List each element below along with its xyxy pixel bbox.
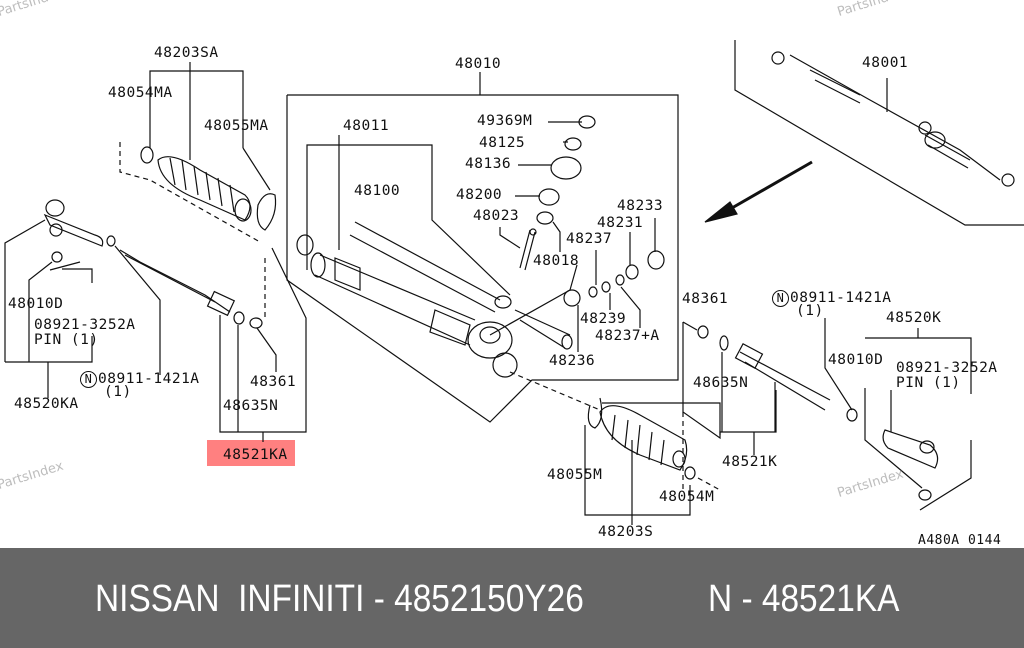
direction-arrow-icon: [704, 160, 813, 223]
label-08921-3252A-right[interactable]: 08921-3252A: [896, 360, 998, 376]
label-08921-3252A-left[interactable]: 08921-3252A: [34, 317, 136, 333]
label-48011[interactable]: 48011: [343, 118, 390, 134]
n-symbol-icon: N: [772, 290, 789, 307]
assembly-inset-drawing: [734, 40, 1024, 226]
box-48010: [286, 72, 679, 423]
bracket-48203SA: [149, 62, 271, 191]
label-pin-right: PIN (1): [896, 375, 961, 391]
label-49369M[interactable]: 49369M: [477, 113, 533, 129]
n-left-code: 08911-1421A: [98, 371, 200, 387]
oem-part-number: N - 48521KA: [708, 578, 900, 620]
label-48635N-left[interactable]: 48635N: [223, 398, 279, 414]
label-48054MA[interactable]: 48054MA: [108, 85, 173, 101]
label-48125[interactable]: 48125: [479, 135, 526, 151]
label-48203S[interactable]: 48203S: [598, 524, 654, 540]
label-48237[interactable]: 48237: [566, 231, 613, 247]
label-48231[interactable]: 48231: [597, 215, 644, 231]
n-symbol-icon: N: [80, 371, 97, 388]
left-callout-lines: [4, 219, 307, 442]
label-48237A[interactable]: 48237+A: [595, 328, 660, 344]
right-callout-lines: [682, 318, 972, 511]
pinion-parts-drawing: [489, 115, 665, 352]
label-48054M[interactable]: 48054M: [659, 489, 715, 505]
label-48233[interactable]: 48233: [617, 198, 664, 214]
label-48055MA[interactable]: 48055MA: [204, 118, 269, 134]
label-48010[interactable]: 48010: [455, 56, 502, 72]
parts-diagram: 48203SA 48054MA 48055MA 48010D 08921-325…: [0, 0, 1024, 548]
label-48023[interactable]: 48023: [473, 208, 520, 224]
label-48521KA-highlighted[interactable]: 48521KA: [223, 447, 288, 463]
label-48236[interactable]: 48236: [549, 353, 596, 369]
label-48200[interactable]: 48200: [456, 187, 503, 203]
boot-left-drawing: [119, 142, 277, 320]
label-48361-right[interactable]: 48361: [682, 291, 729, 307]
part-number-banner: NISSAN INFINITI - 4852150Y26 N - 48521KA: [0, 548, 1024, 648]
boot-lower-drawing: [509, 371, 721, 525]
label-48010D-left[interactable]: 48010D: [8, 296, 64, 312]
highlight-box: [207, 440, 295, 466]
brand-part-number: NISSAN INFINITI - 4852150Y26: [95, 578, 584, 620]
label-48018[interactable]: 48018: [533, 253, 580, 269]
label-48136[interactable]: 48136: [465, 156, 512, 172]
label-48635N-right[interactable]: 48635N: [693, 375, 749, 391]
rack-housing-drawing: [296, 221, 573, 378]
label-48010D-right[interactable]: 48010D: [828, 352, 884, 368]
label-48001[interactable]: 48001: [862, 55, 909, 71]
label-48361-left[interactable]: 48361: [250, 374, 297, 390]
label-qty-left: (1): [104, 384, 132, 400]
label-48055M[interactable]: 48055M: [547, 467, 603, 483]
label-48203SA[interactable]: 48203SA: [154, 45, 219, 61]
n-right-code: 08911-1421A: [790, 290, 892, 306]
label-48239[interactable]: 48239: [580, 311, 627, 327]
label-48100[interactable]: 48100: [354, 183, 401, 199]
diagram-lines: [4, 40, 1024, 525]
label-qty-right: (1): [796, 303, 824, 319]
label-48521K[interactable]: 48521K: [722, 454, 778, 470]
label-48520K[interactable]: 48520K: [886, 310, 942, 326]
tie-rod-end-left-drawing: [43, 199, 263, 329]
label-pin-left: PIN (1): [34, 332, 99, 348]
diagram-code: A480A 0144: [918, 533, 1002, 548]
label-48520KA[interactable]: 48520KA: [14, 396, 79, 412]
